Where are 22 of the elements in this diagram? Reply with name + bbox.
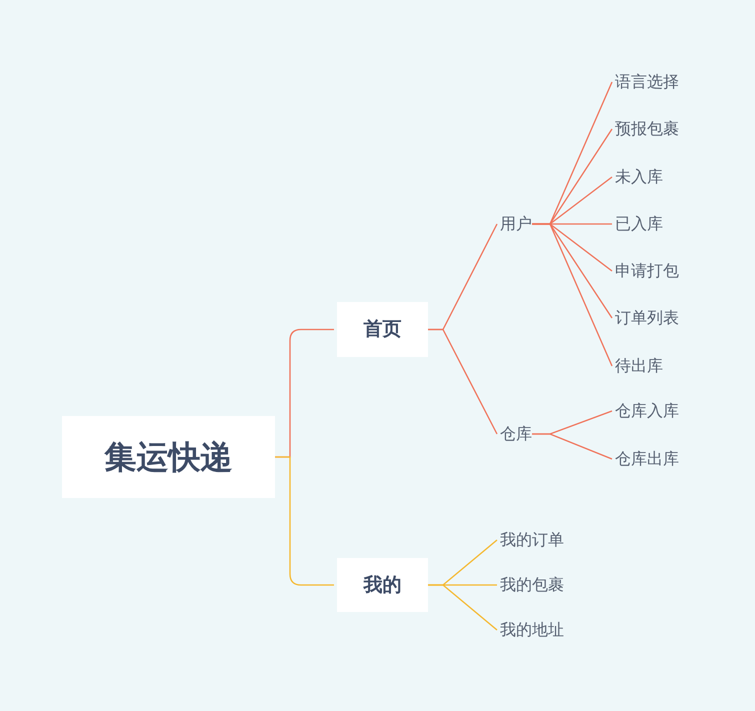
branch-line	[532, 433, 612, 460]
subtopic-text: 我的包裹	[500, 574, 564, 596]
branch-line	[275, 456, 334, 586]
subtopic-text: 仓库出库	[615, 448, 679, 470]
branch-line	[428, 328, 498, 434]
subtopic-text: 我的地址	[500, 619, 564, 641]
subtopic-text: 申请打包	[615, 260, 679, 282]
branch-line	[532, 223, 613, 366]
subtopic-text: 待出库	[615, 355, 663, 377]
subtopic-text: 未入库	[615, 166, 663, 188]
topic-box: 我的	[337, 558, 428, 612]
subtopic-text: 用户	[500, 213, 532, 235]
branch-line	[428, 584, 498, 630]
central-topic-box: 集运快递	[62, 416, 275, 498]
subtopic-text: 我的订单	[500, 529, 564, 551]
subtopic-text: 仓库	[500, 423, 532, 445]
topic-box: 首页	[337, 302, 428, 356]
subtopic-text: 已入库	[615, 213, 663, 235]
subtopic-text: 预报包裹	[615, 118, 679, 140]
subtopic-text: 语言选择	[615, 71, 679, 93]
subtopic-text: 仓库入库	[615, 400, 679, 422]
subtopic-text: 订单列表	[615, 307, 679, 329]
